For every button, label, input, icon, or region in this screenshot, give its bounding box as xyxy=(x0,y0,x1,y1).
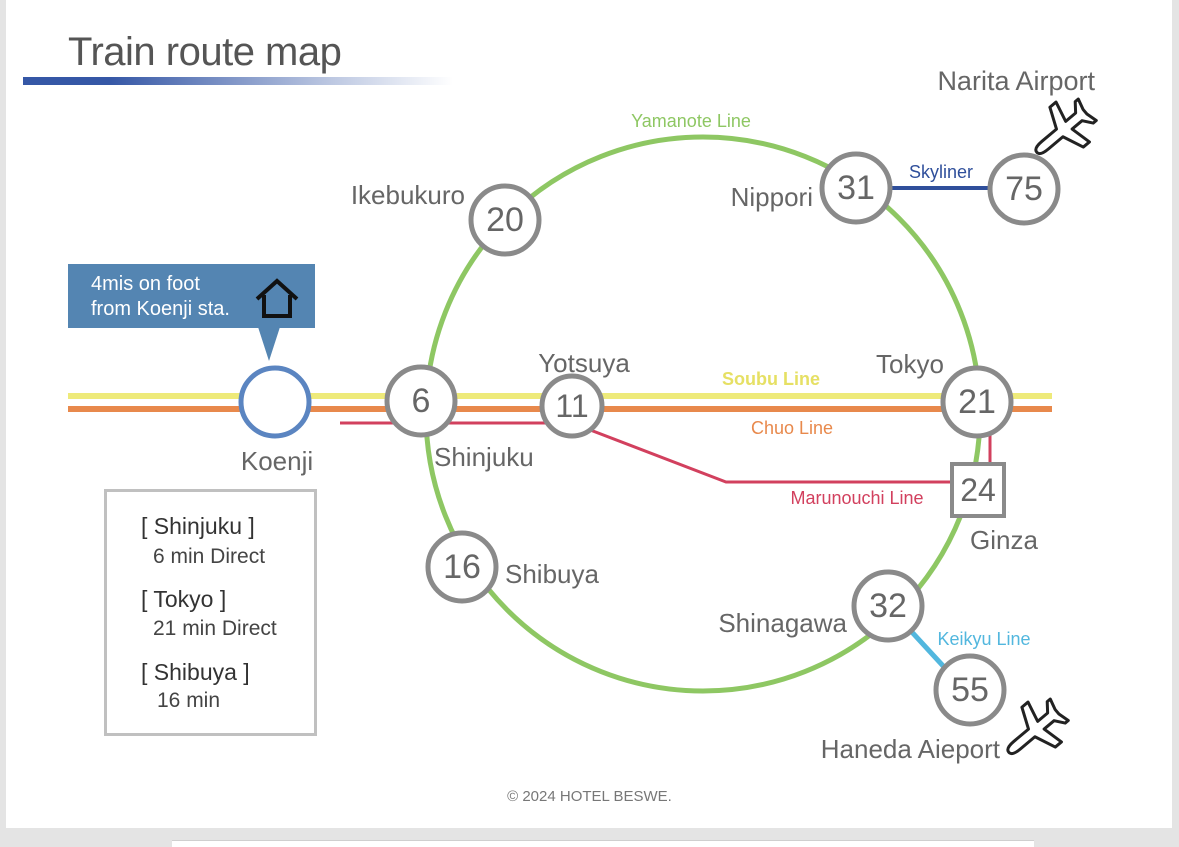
title-underline xyxy=(23,77,453,85)
station-haneda-name: Haneda Aieport xyxy=(821,734,1001,764)
callout-line-1: 4mis on foot xyxy=(91,273,200,295)
station-nippori-name: Nippori xyxy=(731,182,813,212)
station-koenji-name: Koenji xyxy=(241,446,313,476)
station-narita-minutes: 75 xyxy=(1005,170,1043,208)
page-title: Train route map xyxy=(68,30,342,74)
info-detail-tokyo: 21 min Direct xyxy=(153,617,277,640)
station-nippori-minutes: 31 xyxy=(837,169,875,207)
station-ginza-marker xyxy=(950,462,1006,518)
station-narita-marker xyxy=(987,152,1061,226)
station-tokyo-marker xyxy=(940,365,1014,439)
station-shibuya-minutes: 16 xyxy=(443,548,481,586)
station-narita-name: Narita Airport xyxy=(937,66,1095,96)
house-icon xyxy=(255,278,299,318)
station-yotsuya-marker xyxy=(539,373,605,439)
info-detail-shibuya: 16 min xyxy=(157,689,221,712)
station-shinjuku-marker xyxy=(384,364,458,438)
keikyu-line-label: Keikyu Line xyxy=(937,629,1030,649)
station-haneda-minutes: 55 xyxy=(951,671,989,709)
station-shinjuku-minutes: 6 xyxy=(412,382,431,420)
station-tokyo-minutes: 21 xyxy=(958,383,996,421)
yamanote-line-label: Yamanote Line xyxy=(631,111,751,131)
station-haneda-marker xyxy=(933,653,1007,727)
station-tokyo-name: Tokyo xyxy=(876,349,944,379)
callout-line-2: from Koenji sta. xyxy=(91,298,230,320)
station-nippori-marker xyxy=(819,151,893,225)
info-detail-shinjuku: 6 min Direct xyxy=(153,545,266,568)
hotel-location-callout: 4mis on foot from Koenji sta. xyxy=(68,264,315,328)
narita-airplane-icon xyxy=(1034,97,1098,156)
info-title-shibuya: [ Shibuya ] xyxy=(141,659,250,685)
info-title-shinjuku: [ Shinjuku ] xyxy=(141,513,255,539)
skyliner-line-label: Skyliner xyxy=(909,162,973,182)
chuo-line-label: Chuo Line xyxy=(751,418,833,438)
station-ikebukuro-name: Ikebukuro xyxy=(351,180,465,210)
station-shinagawa-minutes: 32 xyxy=(869,587,907,625)
callout-text: 4mis on foot from Koenji sta. xyxy=(91,272,230,322)
next-page-edge xyxy=(172,840,1034,847)
station-ginza-name: Ginza xyxy=(970,525,1038,555)
station-shibuya-marker xyxy=(425,530,499,604)
travel-time-box: [ Shinjuku ] 6 min Direct [ Tokyo ] 21 m… xyxy=(104,489,317,736)
marunouchi-line-label: Marunouchi Line xyxy=(790,488,923,508)
callout-pointer xyxy=(258,327,280,361)
keikyu-line xyxy=(908,628,947,670)
station-ikebukuro-marker xyxy=(468,183,542,257)
station-shinagawa-name: Shinagawa xyxy=(718,608,847,638)
station-ikebukuro-minutes: 20 xyxy=(486,201,524,239)
marunouchi-line xyxy=(340,421,952,484)
station-shibuya-name: Shibuya xyxy=(505,559,599,589)
station-ginza-minutes: 24 xyxy=(960,472,996,508)
station-koenji-marker xyxy=(238,365,312,439)
station-shinagawa-marker xyxy=(851,569,925,643)
soubu-line-label: Soubu Line xyxy=(722,369,820,389)
station-yotsuya-minutes: 11 xyxy=(555,388,588,424)
station-yotsuya-name: Yotsuya xyxy=(538,348,630,378)
haneda-airplane-icon xyxy=(1006,697,1070,756)
station-shinjuku-name: Shinjuku xyxy=(434,442,534,472)
info-title-tokyo: [ Tokyo ] xyxy=(141,586,227,612)
copyright-footer: © 2024 HOTEL BESWE. xyxy=(507,788,672,805)
